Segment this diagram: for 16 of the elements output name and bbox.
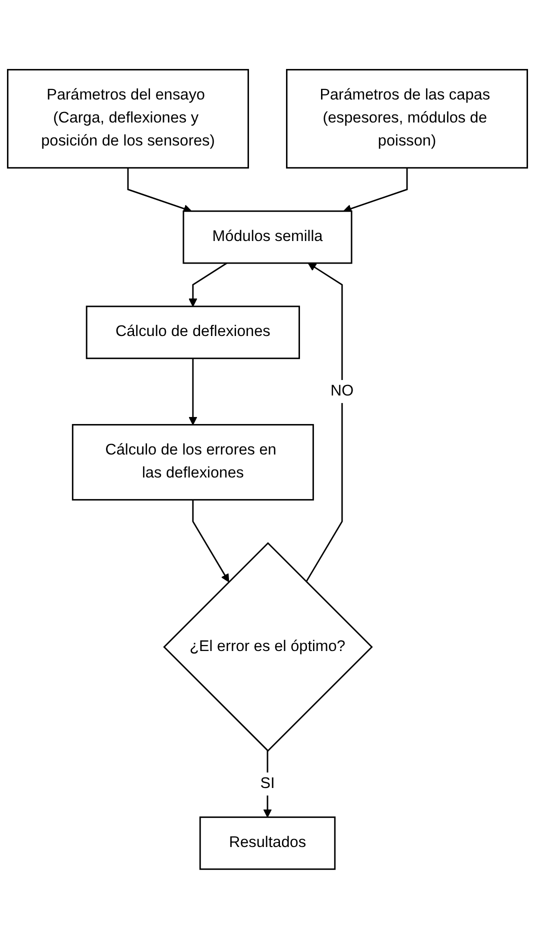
arrow bbox=[188, 262, 228, 306]
arrow bbox=[263, 750, 272, 818]
arrow bbox=[188, 358, 198, 425]
node-box: Resultados bbox=[199, 816, 336, 870]
arrow bbox=[192, 499, 230, 582]
arrow bbox=[343, 167, 408, 212]
node-box: Parámetros del ensayo (Carga, deflexiones y posición de los sensores) bbox=[6, 68, 249, 168]
node-box: Cálculo de deflexiones bbox=[86, 305, 300, 359]
node-diamond: ¿El error es el óptimo? bbox=[163, 542, 373, 752]
arrow bbox=[306, 262, 343, 582]
node-box: Cálculo de los errores en las deflexiones bbox=[72, 424, 314, 500]
node-box: Módulos semilla bbox=[182, 210, 352, 264]
arrow bbox=[127, 167, 192, 212]
edge-label: SI bbox=[260, 774, 275, 792]
node-box: Parámetros de las capas (espesores, módulos de poisson) bbox=[286, 68, 528, 168]
edge-label: NO bbox=[330, 382, 354, 399]
